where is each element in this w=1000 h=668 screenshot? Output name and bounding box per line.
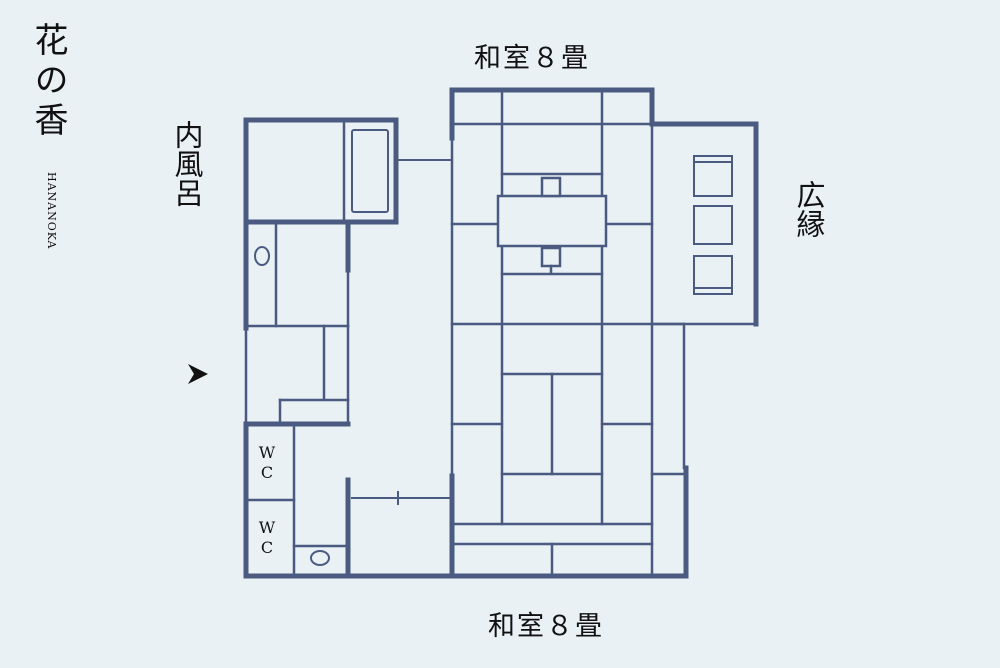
wc-2-line1: W <box>258 518 276 537</box>
wc-1-line1: W <box>258 443 276 462</box>
room-label-uchiburo: 内風呂 <box>170 120 204 207</box>
seat-cushion-bottom <box>540 246 562 268</box>
room-label-washitsu-bottom: 和室８畳 <box>488 611 604 642</box>
entrance-arrow-icon <box>188 364 208 384</box>
room-label-wc-1: W C <box>244 443 290 483</box>
tatami-lower <box>450 322 686 578</box>
wc-2-line2: C <box>260 538 274 557</box>
wc-block-inner <box>244 424 350 578</box>
washitsu-outer-walls <box>449 87 689 579</box>
brand-romaji: HANANOKA <box>45 172 58 250</box>
washbasin-icon <box>254 246 270 266</box>
toilet-icon <box>310 550 330 566</box>
room-label-hiroen: 広縁 <box>792 180 826 238</box>
low-table <box>496 194 608 248</box>
bath-block-walls <box>243 117 399 331</box>
wc-1-line2: C <box>260 463 274 482</box>
room-label-washitsu-top: 和室８畳 <box>474 43 590 74</box>
brand-name: 花の香 <box>28 22 68 142</box>
bath-block-inner <box>244 120 350 328</box>
seat-cushion-top <box>540 176 562 198</box>
bathtub-icon <box>351 129 389 213</box>
entrance-walls <box>244 324 350 426</box>
room-label-wc-2: W C <box>244 518 290 558</box>
hiroen-chairs <box>693 155 733 295</box>
